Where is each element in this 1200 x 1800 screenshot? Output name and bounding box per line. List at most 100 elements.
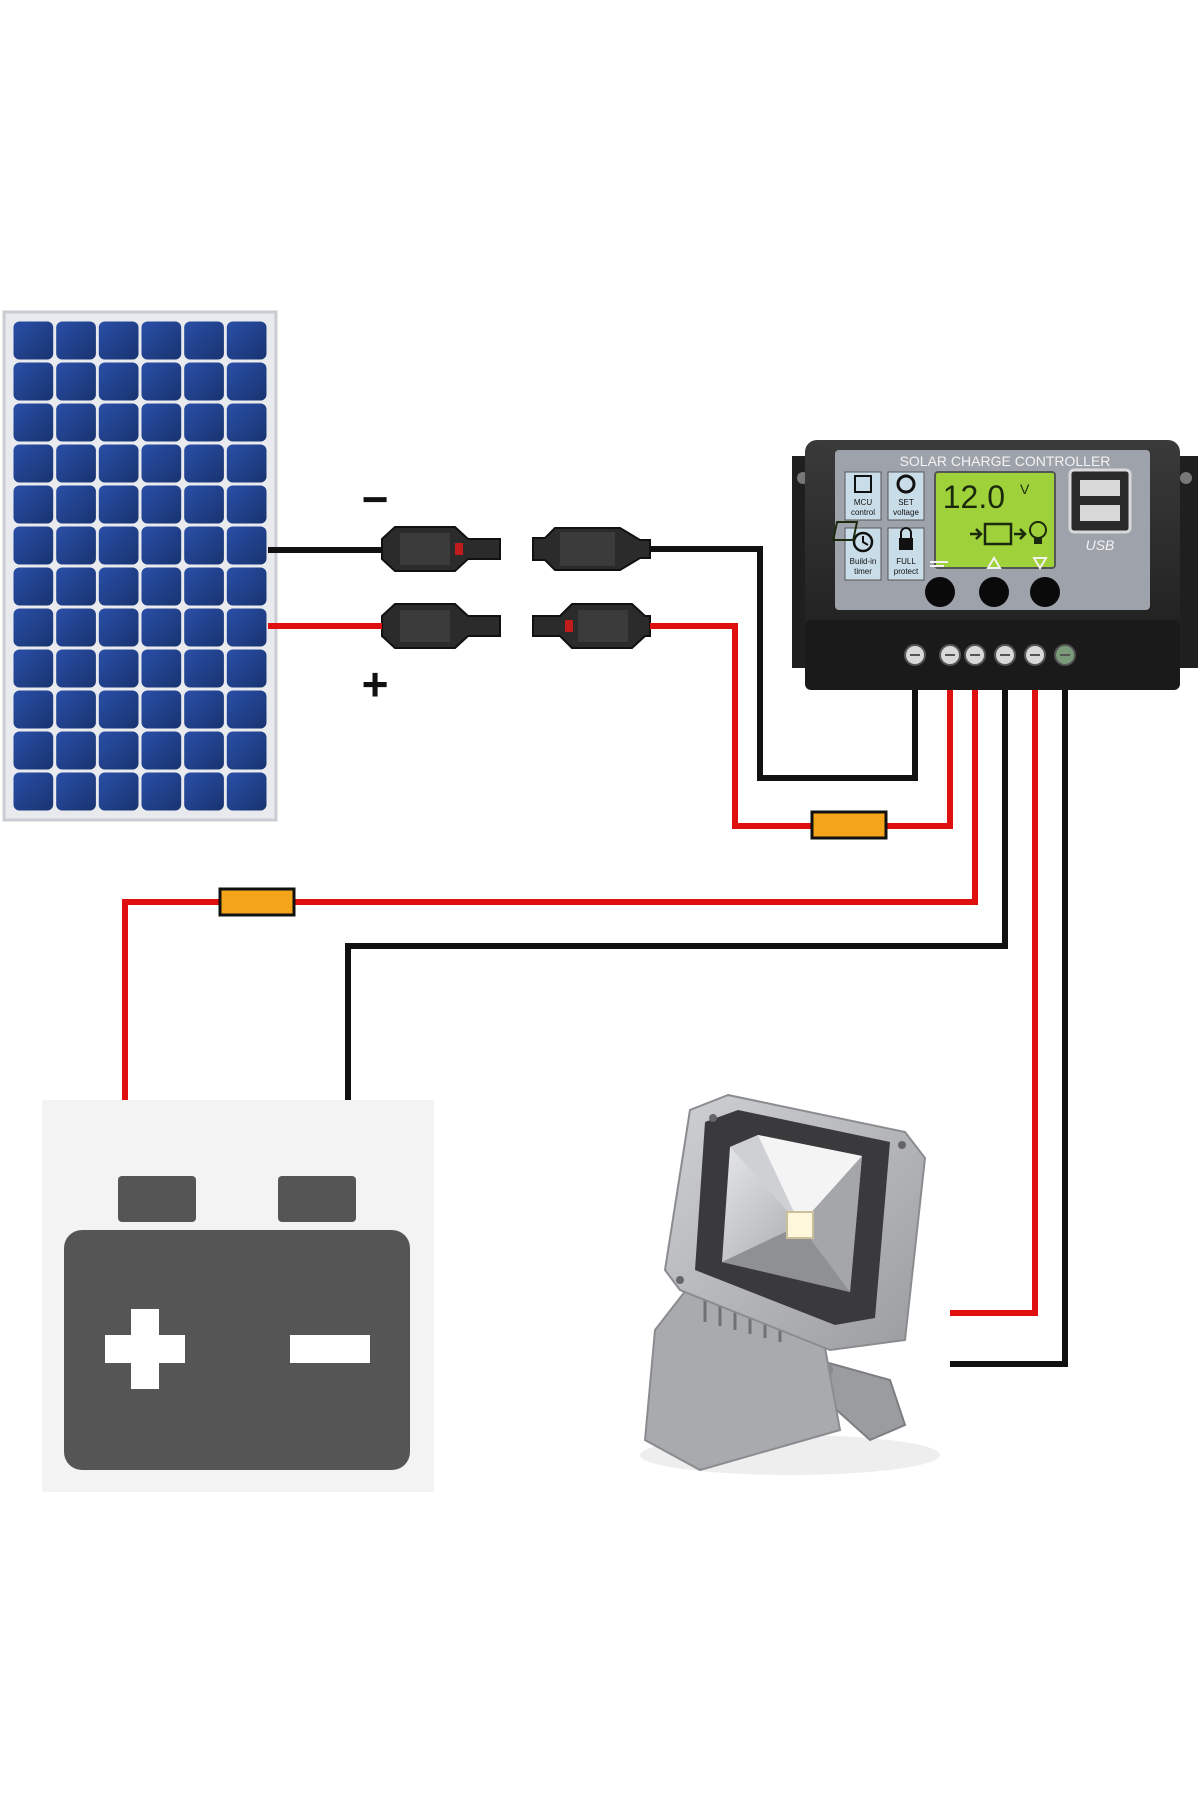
solar-cell xyxy=(13,567,54,606)
solar-cell xyxy=(98,772,139,811)
svg-text:Build-in: Build-in xyxy=(850,557,877,566)
solar-cell xyxy=(13,485,54,524)
solar-cell xyxy=(141,485,182,524)
solar-cell xyxy=(56,526,96,565)
solar-cell xyxy=(98,362,139,401)
solar-cells xyxy=(13,321,267,811)
solar-cell xyxy=(56,403,96,442)
led-chip xyxy=(786,1211,814,1239)
solar-cell xyxy=(141,444,182,483)
usb-port-2[interactable] xyxy=(1080,505,1120,521)
solar-cell xyxy=(226,731,267,770)
charge-controller: SOLAR CHARGE CONTROLLER MCU control SET … xyxy=(792,440,1198,690)
solar-cell xyxy=(141,608,182,647)
solar-cell xyxy=(184,649,224,688)
lcd-arrow-icon xyxy=(1014,528,1027,540)
solar-cell xyxy=(98,731,139,770)
lcd-arrow-icon xyxy=(970,528,983,540)
chip-icon xyxy=(854,475,872,493)
solar-cell xyxy=(226,608,267,647)
solar-cell xyxy=(56,567,96,606)
solar-cell xyxy=(56,690,96,729)
solar-cell xyxy=(13,608,54,647)
solar-cell xyxy=(184,362,224,401)
lcd-unit: V xyxy=(1020,481,1030,497)
solar-cell xyxy=(184,444,224,483)
solar-cell xyxy=(226,526,267,565)
solar-cell xyxy=(226,403,267,442)
battery-body xyxy=(64,1230,410,1470)
pv-positive-wire xyxy=(650,623,953,829)
solar-cell xyxy=(98,608,139,647)
solar-cell xyxy=(226,690,267,729)
solar-cell xyxy=(226,649,267,688)
solar-cell xyxy=(13,444,54,483)
solar-cell xyxy=(56,649,96,688)
panel-negative-sign: − xyxy=(362,473,389,525)
solar-cell xyxy=(98,485,139,524)
solar-cell xyxy=(13,321,54,360)
mc4-male-positive xyxy=(381,603,501,649)
solar-cell xyxy=(184,526,224,565)
solar-panel xyxy=(2,310,278,822)
feature-full-protect: FULL protect xyxy=(887,527,925,581)
solar-cell xyxy=(13,649,54,688)
svg-text:SET: SET xyxy=(898,498,914,507)
solar-cell xyxy=(141,321,182,360)
wires xyxy=(122,546,1068,1367)
feature-mcu: MCU control xyxy=(844,471,882,521)
mc4-female-positive xyxy=(532,603,651,649)
solar-cell xyxy=(226,444,267,483)
solar-cell xyxy=(184,772,224,811)
down-symbol-icon xyxy=(1032,557,1048,570)
menu-button[interactable] xyxy=(925,577,955,607)
solar-cell xyxy=(184,608,224,647)
svg-text:FULL: FULL xyxy=(896,557,916,566)
solar-cell xyxy=(141,526,182,565)
battery-fuse xyxy=(218,887,296,917)
solar-cell xyxy=(98,444,139,483)
solar-cell xyxy=(141,567,182,606)
battery-negative-terminal xyxy=(278,1176,356,1222)
controller-title: SOLAR CHARGE CONTROLLER xyxy=(900,453,1111,469)
solar-cell xyxy=(141,731,182,770)
solar-cell xyxy=(184,403,224,442)
usb-port-1[interactable] xyxy=(1080,480,1120,496)
feature-timer: Build-in timer xyxy=(844,527,882,581)
battery-positive-terminal xyxy=(118,1176,196,1222)
solar-cell xyxy=(98,690,139,729)
solar-cell xyxy=(56,772,96,811)
solar-cell xyxy=(13,403,54,442)
solar-cell xyxy=(184,731,224,770)
solar-cell xyxy=(98,403,139,442)
up-symbol-icon xyxy=(986,556,1002,569)
solar-cell xyxy=(184,567,224,606)
lcd-panel-icon xyxy=(832,521,859,541)
solar-cell xyxy=(98,321,139,360)
solar-cell xyxy=(13,731,54,770)
pv-fuse xyxy=(810,810,888,840)
solar-cell xyxy=(56,731,96,770)
load-negative-wire xyxy=(950,690,1068,1367)
gear-icon xyxy=(896,474,916,494)
lcd-battery-icon xyxy=(983,522,1013,546)
solar-cell xyxy=(226,362,267,401)
terminal-strip xyxy=(904,644,1076,666)
svg-text:control: control xyxy=(851,508,875,517)
feature-set-voltage: SET voltage xyxy=(887,471,925,521)
battery-plus-symbol xyxy=(105,1309,185,1389)
up-button[interactable] xyxy=(979,577,1009,607)
solar-cell xyxy=(226,485,267,524)
pv-negative-wire xyxy=(650,546,918,781)
usb-ports: USB xyxy=(1068,468,1132,553)
solar-cell xyxy=(184,321,224,360)
svg-text:voltage: voltage xyxy=(893,508,919,517)
solar-cell xyxy=(56,321,96,360)
solar-cell xyxy=(56,608,96,647)
solar-cell xyxy=(56,444,96,483)
solar-cell xyxy=(98,526,139,565)
solar-cell xyxy=(13,690,54,729)
down-button[interactable] xyxy=(1030,577,1060,607)
solar-cell xyxy=(184,690,224,729)
solar-cell xyxy=(13,362,54,401)
